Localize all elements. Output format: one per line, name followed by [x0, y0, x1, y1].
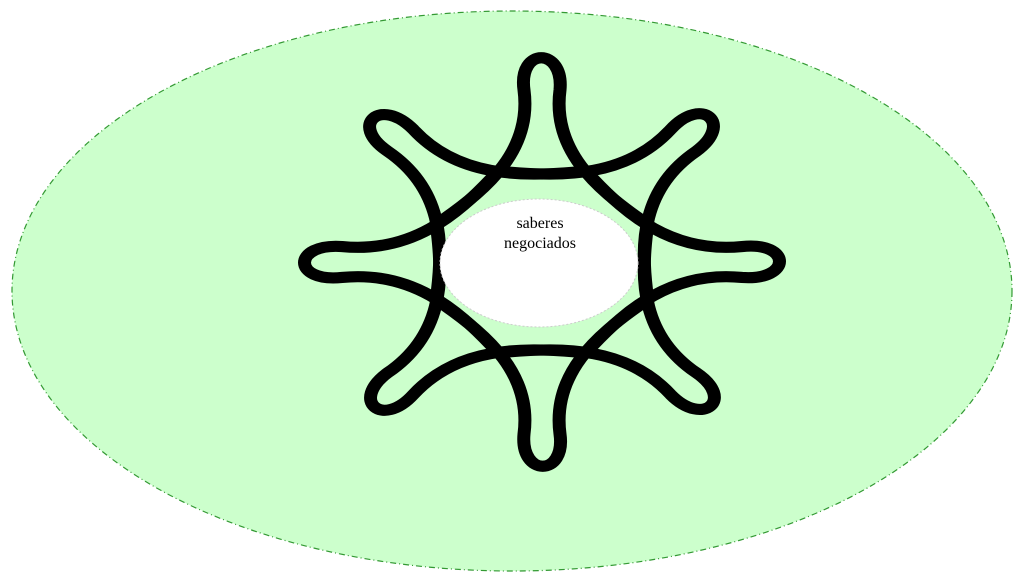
center-label-line1: saberes [441, 214, 639, 234]
center-label: saberes negociados [441, 214, 639, 250]
center-label-line2: negociados [441, 234, 639, 254]
